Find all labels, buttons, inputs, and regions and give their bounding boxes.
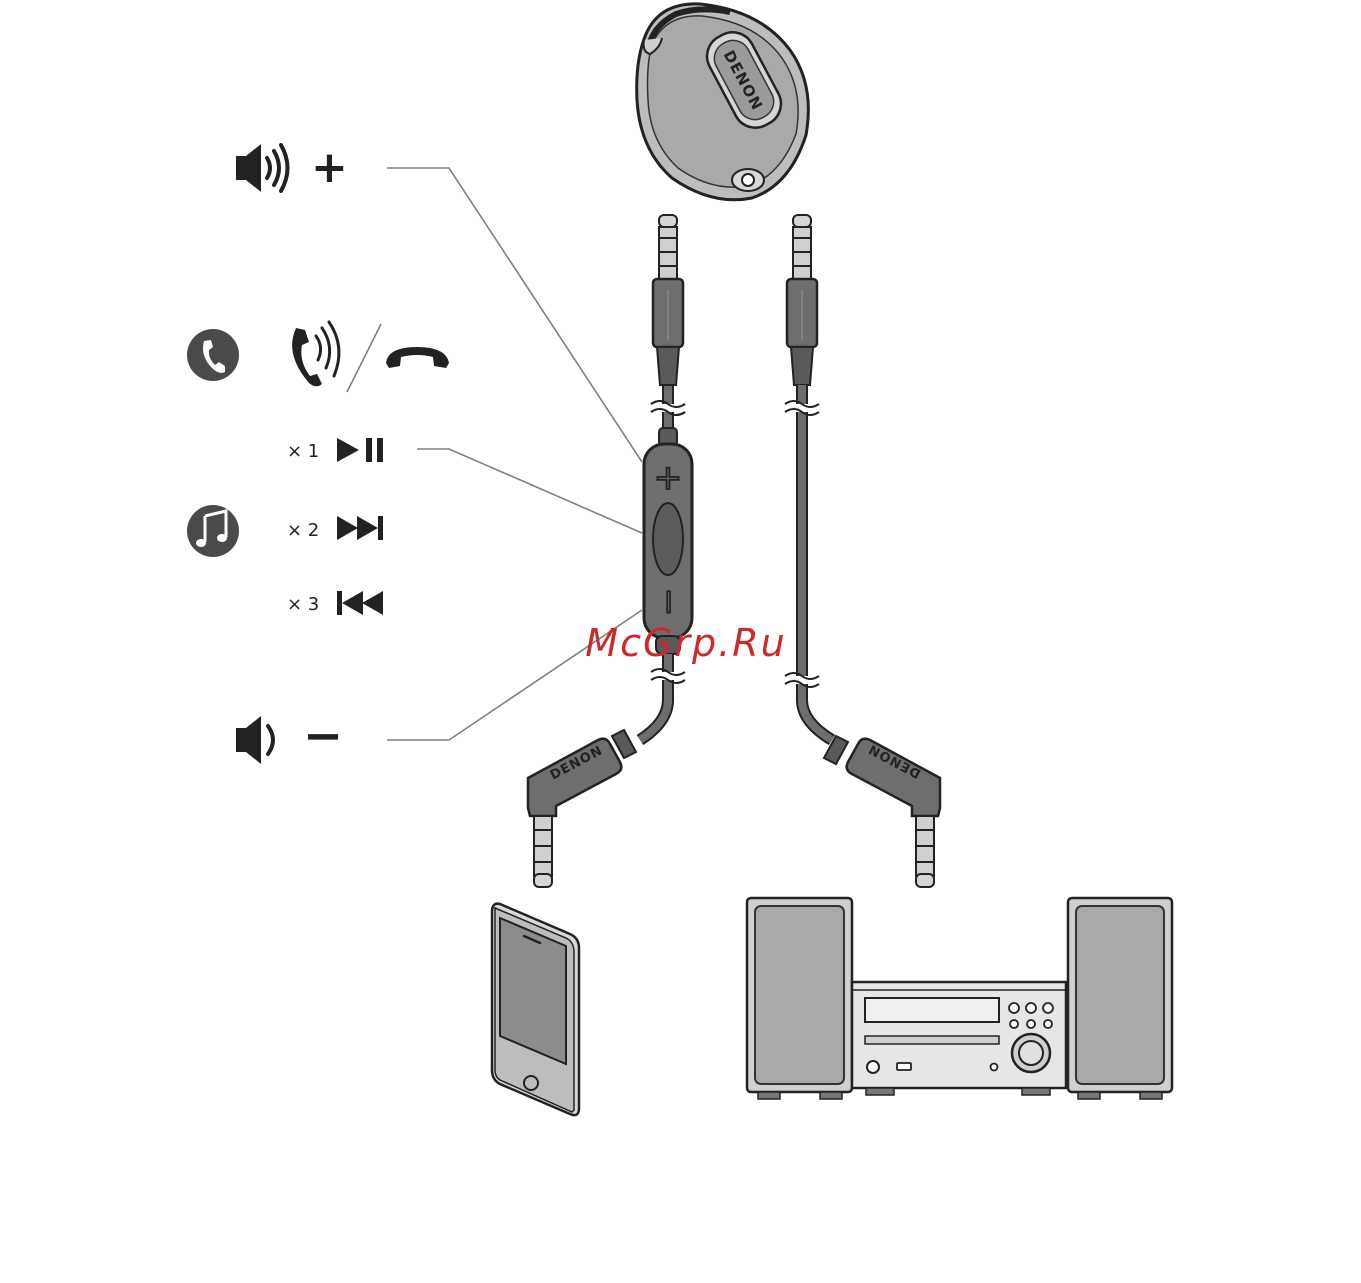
top-plug-left [653,215,683,385]
press-thrice-label: × 3 [287,594,319,615]
bluetooth-receiver: DENON [637,4,809,200]
previous-track-icon [337,591,383,615]
left-speaker [747,898,852,1099]
plain-cable: DENON [785,215,940,887]
play-pause-icon [337,438,383,462]
bottom-plug-left: DENON [528,730,636,887]
top-plug-right [787,215,817,385]
right-speaker [1068,898,1172,1099]
leader-center-button [417,449,642,533]
next-track-icon [337,516,383,540]
remote-cable: + − DENON [528,215,692,887]
phone-icon [187,329,239,381]
speaker-loud-icon [236,144,288,192]
press-twice-label: × 2 [287,520,319,541]
volume-down-sign: − [303,708,343,764]
leader-volume-up [387,168,642,462]
music-note-icon [187,505,239,557]
main-unit [852,982,1066,1095]
watermark: McGrp.Ru [585,621,786,665]
smartphone [492,904,579,1115]
press-once-label: × 1 [287,441,319,462]
remote-plus-button: + [654,458,683,498]
hang-up-icon [386,347,449,368]
bottom-plug-right: DENON [824,736,940,887]
stereo-system [747,898,1172,1099]
volume-up-sign: + [311,142,348,193]
remote-center-button [653,503,683,575]
divider-slash [347,324,381,392]
ringing-phone-icon [292,322,339,386]
speaker-quiet-icon [236,716,273,764]
remote-minus-button: − [649,588,689,617]
